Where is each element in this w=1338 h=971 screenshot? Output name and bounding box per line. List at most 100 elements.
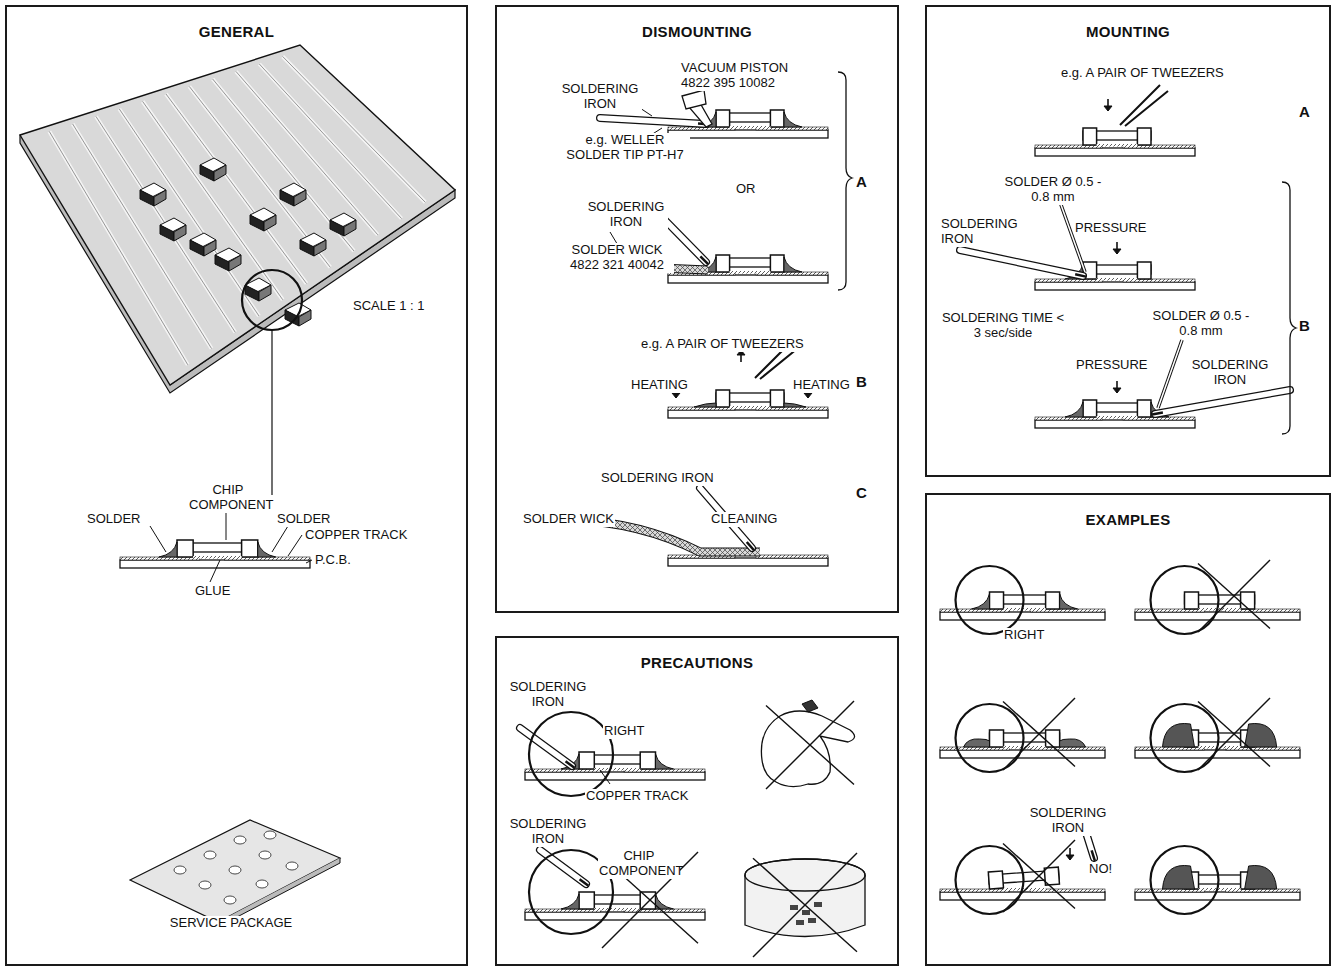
wrong-cross	[766, 705, 854, 784]
copper-track	[213, 79, 354, 251]
service-package	[130, 820, 340, 922]
panel-box: EXAMPLES	[925, 493, 1331, 966]
callout-label: SOLDERING IRON	[506, 680, 590, 710]
detail-circle	[956, 566, 1024, 634]
pcb	[668, 130, 828, 138]
callout-label: SERVICE PACKAGE	[140, 916, 322, 931]
callout-label: RIGHT	[1003, 628, 1045, 643]
wrong-cross	[753, 858, 857, 952]
solder-fillet	[1245, 723, 1277, 747]
panel-heading: DISMOUNTING	[497, 23, 897, 40]
chip-component	[716, 390, 784, 407]
callout-label: SOLDER	[86, 512, 141, 527]
soldering-iron	[1155, 390, 1290, 414]
package-pocket	[204, 851, 216, 859]
detail-circle	[529, 712, 613, 796]
chip-side	[250, 215, 264, 231]
chip-side	[140, 190, 154, 206]
leader-line	[226, 513, 227, 540]
detail-circle	[956, 846, 1024, 914]
copper-track	[166, 94, 307, 284]
chip-side	[264, 215, 276, 231]
pcb	[525, 912, 705, 920]
solder-fillet	[1060, 594, 1078, 609]
soldering-iron-tip	[700, 256, 708, 264]
copper-track	[96, 117, 235, 333]
solder-fillet	[1163, 723, 1195, 747]
glue	[730, 271, 771, 274]
loose-chip	[808, 918, 816, 923]
solder-fillet	[1065, 402, 1083, 417]
chip-side	[330, 220, 344, 236]
chip-component	[1083, 400, 1151, 417]
soldering-iron	[540, 850, 586, 884]
loose-chip	[796, 920, 804, 925]
step-letter: C	[855, 484, 868, 501]
soldering-iron	[540, 850, 586, 884]
chip-component	[1083, 128, 1151, 145]
copper-track	[213, 79, 354, 251]
chip-side	[200, 165, 214, 181]
solder-wire	[1158, 340, 1182, 408]
chip-side	[299, 310, 311, 326]
copper-track	[259, 64, 401, 219]
loose-chip	[814, 902, 822, 907]
solder-wire	[1158, 340, 1182, 408]
glue	[730, 126, 771, 129]
solder-fillet	[1060, 739, 1086, 747]
copper-track	[166, 94, 307, 284]
copper-track	[49, 132, 187, 365]
glue	[594, 908, 640, 911]
chip-side	[280, 190, 294, 206]
detail-circle	[1151, 846, 1219, 914]
glue	[730, 406, 771, 409]
callout-label: SOLDER	[276, 512, 331, 527]
leader-line	[272, 526, 288, 552]
callout-label: RIGHT	[603, 724, 645, 739]
copper-track	[283, 57, 426, 203]
leader-line	[271, 330, 272, 495]
panel-heading: PRECAUTIONS	[497, 654, 897, 671]
chip-component	[177, 540, 258, 557]
arrow-head	[1113, 388, 1121, 393]
chip-side	[314, 240, 326, 256]
copper-track	[189, 87, 330, 268]
callout-label: SOLDER WICK	[522, 512, 615, 527]
wrong-cross	[1003, 844, 1075, 909]
chip-icon	[802, 700, 818, 712]
leader-line	[288, 535, 302, 556]
callout-label: HEATING	[792, 378, 851, 393]
glue	[1097, 278, 1138, 281]
wrong-cross	[1198, 698, 1270, 770]
glue	[594, 768, 640, 771]
chip-component	[716, 255, 784, 272]
callout-label: SOLDERING IRON	[558, 82, 642, 112]
chip-side	[245, 285, 259, 301]
package-pocket	[234, 836, 246, 844]
package-pocket	[264, 831, 276, 839]
chip-side	[190, 240, 204, 256]
pcb	[1035, 420, 1195, 428]
callout-label: SOLDER Ø 0.5 - 0.8 mm	[1000, 175, 1106, 205]
soldering-iron	[960, 250, 1083, 276]
callout-label: SOLDERING TIME < 3 sec/side	[938, 311, 1068, 341]
wrong-cross	[1003, 702, 1075, 767]
chip-side	[229, 255, 241, 271]
copper-track	[119, 109, 259, 316]
package-pocket	[229, 866, 241, 874]
panel-heading: EXAMPLES	[927, 511, 1329, 528]
package-pocket	[174, 866, 186, 874]
copper-track	[119, 109, 259, 316]
copper-track	[189, 87, 330, 268]
callout-label: OR	[735, 182, 757, 197]
leader-line	[306, 560, 312, 563]
copper-track	[283, 57, 426, 203]
copper-track	[236, 72, 378, 235]
glue	[1097, 416, 1138, 419]
soldering-iron-tip	[1092, 850, 1095, 860]
package-pocket	[286, 862, 298, 870]
tweezers	[1120, 85, 1168, 126]
copper-track	[143, 102, 283, 300]
panel-heading: MOUNTING	[927, 23, 1329, 40]
glue	[1004, 608, 1046, 611]
